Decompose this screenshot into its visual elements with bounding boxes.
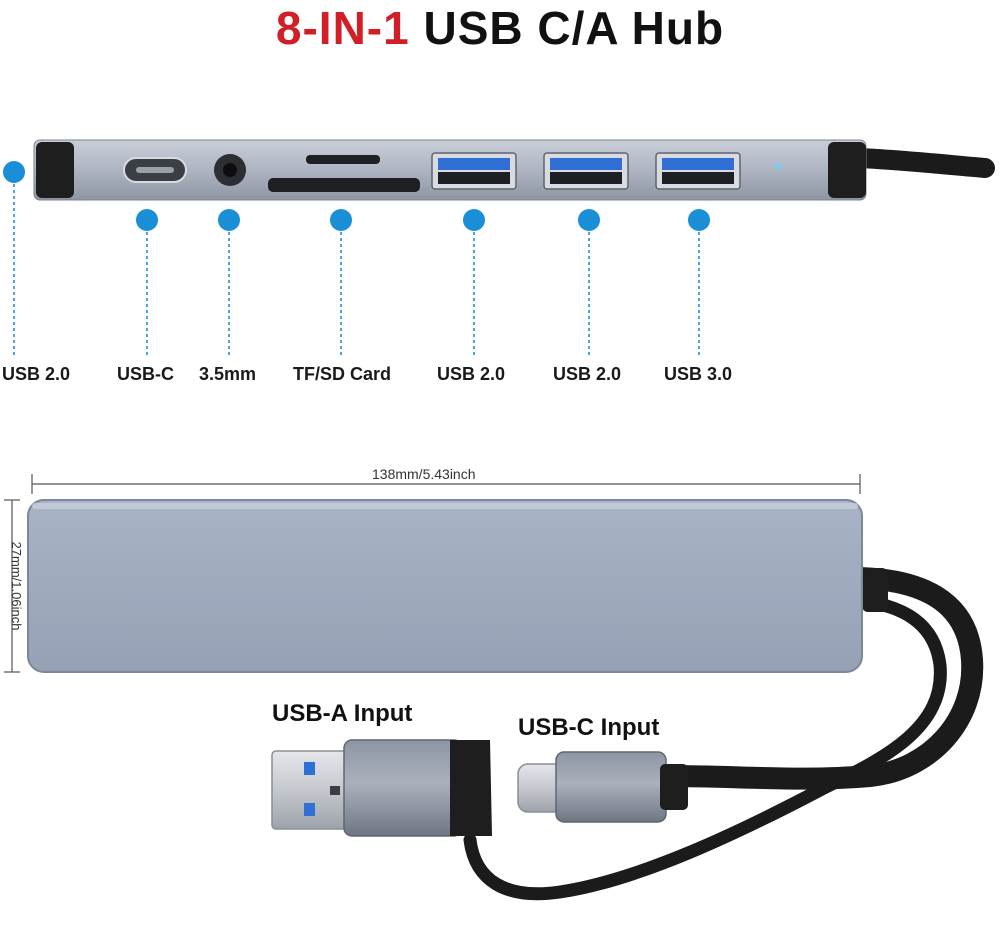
usb-c-housing xyxy=(555,751,667,823)
port-callouts xyxy=(13,172,700,358)
page-title: 8-IN-1 USB C/A Hub xyxy=(0,0,1000,56)
usb-a-input-connector xyxy=(271,739,492,837)
cable-to-usb-c xyxy=(657,567,984,790)
marker-dot-usb20-a xyxy=(463,209,485,231)
port-label-usb20-left: USB 2.0 xyxy=(2,364,71,384)
title-accent: 8-IN-1 xyxy=(275,2,410,54)
usb-c-input-connector xyxy=(517,751,688,823)
usb-c-port-tongue xyxy=(136,167,174,173)
hub-cable-top xyxy=(850,148,995,178)
port-label-usbc: USB-C xyxy=(117,364,174,384)
marker-dot-audio xyxy=(218,209,240,231)
port-label-usb30: USB 3.0 xyxy=(664,364,733,384)
hub-top-view xyxy=(27,499,888,673)
port-label-usb20-a: USB 2.0 xyxy=(437,364,506,384)
marker-dot-card xyxy=(330,209,352,231)
hub-front-view xyxy=(33,139,995,201)
usb-c-boot xyxy=(660,764,688,810)
cable-to-usb-a xyxy=(463,593,947,901)
marker-dot-usb20-left xyxy=(3,161,25,183)
usb-a-port-2-icon xyxy=(543,152,629,190)
port-markers xyxy=(3,161,710,231)
sd-slot-icon xyxy=(268,178,420,192)
port-label-usb20-b: USB 2.0 xyxy=(553,364,622,384)
usb-a-port-1-icon xyxy=(431,152,517,190)
hub-top-body xyxy=(27,499,863,673)
tf-slot-icon xyxy=(306,155,380,164)
port-label-card: TF/SD Card xyxy=(293,364,392,384)
port-label-audio: 3.5mm xyxy=(199,364,257,384)
usb-c-input-label: USB-C Input xyxy=(518,714,660,741)
height-dimension-label: 27mm/1.06inch xyxy=(9,541,24,631)
usb-a-port-3-icon xyxy=(655,152,741,190)
marker-dot-usb20-b xyxy=(578,209,600,231)
hub-left-cap xyxy=(36,142,74,198)
width-dimension xyxy=(31,474,861,494)
bottom-cables xyxy=(463,567,984,901)
title-rest: USB C/A Hub xyxy=(423,2,725,54)
hub-right-cap xyxy=(828,142,866,198)
usb-a-input-label: USB-A Input xyxy=(272,700,413,727)
marker-dot-usb30 xyxy=(688,209,710,231)
usb-a-housing xyxy=(343,739,463,837)
usb-a-boot xyxy=(450,740,492,836)
width-dimension-label: 138mm/5.43inch xyxy=(372,466,476,482)
marker-dot-usbc xyxy=(136,209,158,231)
led-indicator-icon xyxy=(775,163,781,169)
hub-cable-boot xyxy=(862,568,888,612)
height-dimension xyxy=(4,499,20,673)
